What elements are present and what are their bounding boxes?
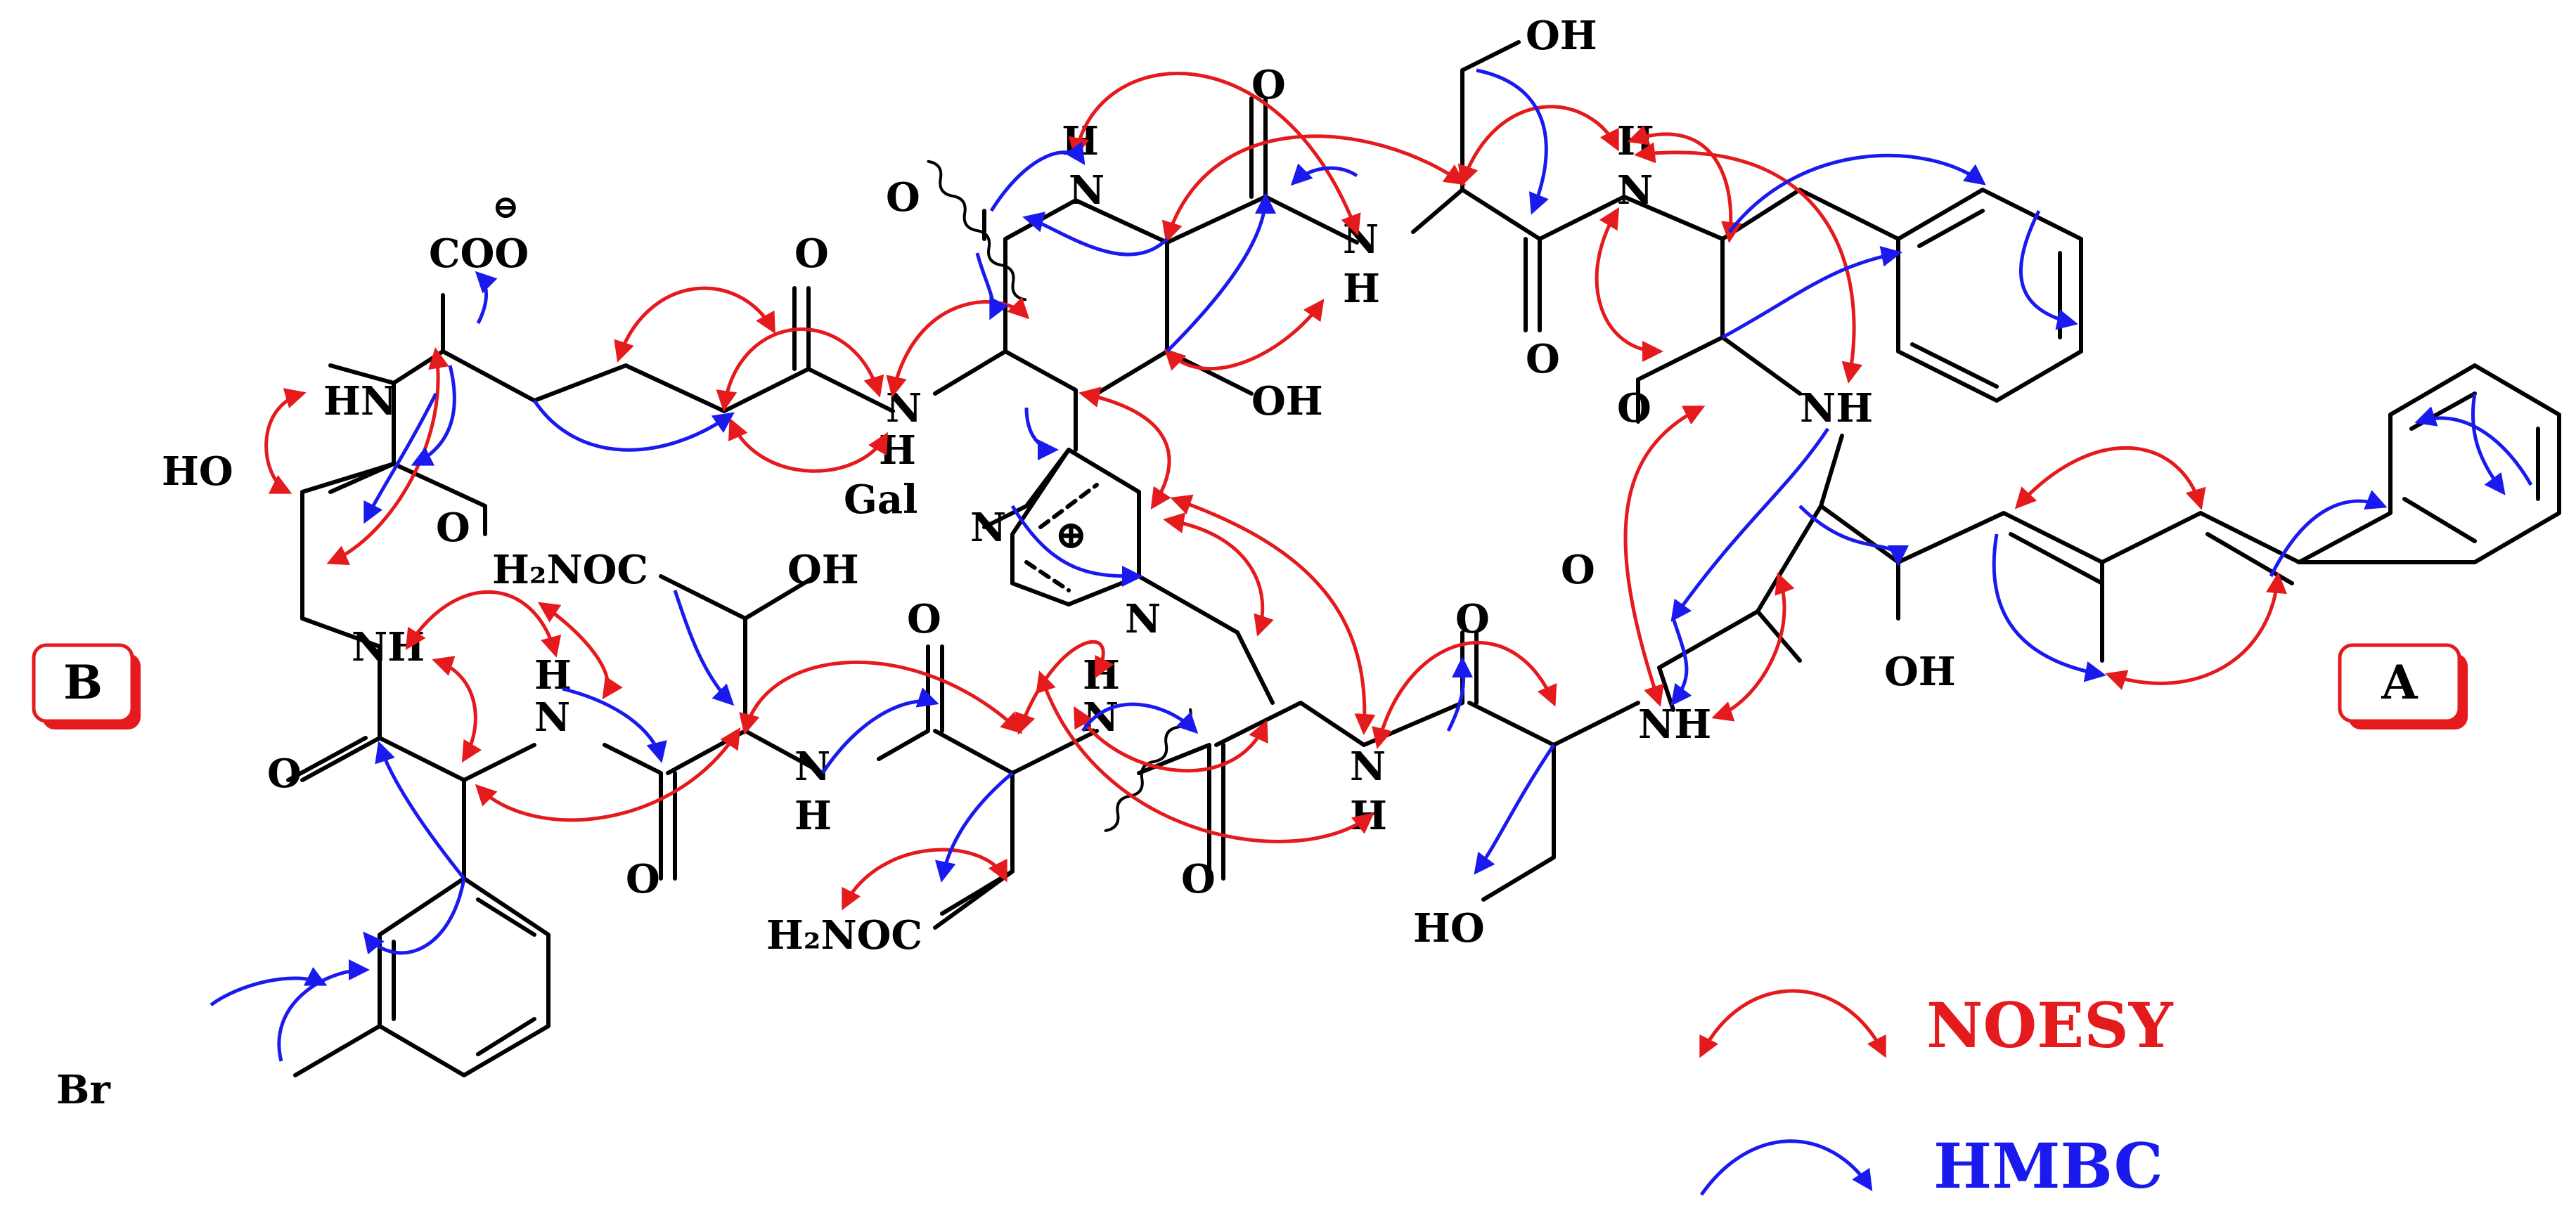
h2noc-label-1: H₂NOC [492, 547, 648, 593]
oh-label-2: OH [1526, 13, 1597, 59]
n-label-2: N [970, 505, 1006, 551]
n-label-1: N [886, 385, 922, 432]
tag-a: A [2338, 643, 2468, 729]
tag-b: B [32, 643, 141, 729]
gal-label: Gal [844, 476, 917, 523]
nh-label-1: NH [1800, 385, 1873, 432]
carbonyl-o-2: O [794, 231, 829, 277]
nh-label-2: NH [1638, 701, 1711, 748]
n-label-7: N [534, 694, 570, 741]
n-label-6: N [1617, 167, 1653, 214]
legend-hmbc-label: HMBC [1933, 1129, 2163, 1202]
n-label-10: N [1350, 744, 1386, 790]
h2noc-label-2: H₂NOC [766, 912, 922, 959]
h-label-1: H [879, 427, 916, 474]
carbonyl-o-8: O [267, 751, 302, 797]
noesy-correlations [264, 72, 2287, 911]
n-label-9: N [1083, 694, 1119, 741]
oh-label-1: OH [1251, 378, 1323, 424]
tag-a-label: A [2381, 655, 2418, 710]
legend-noesy: NOESY [1699, 989, 2174, 1062]
oh-label-3: OH [1884, 649, 1956, 695]
carbonyl-o-7: O [1561, 547, 1595, 593]
h-label-5: H [534, 652, 572, 699]
carbonyl-o-6: O [1617, 385, 1651, 432]
h-label-3: H [1343, 266, 1380, 312]
plus-charge: ⊕ [1055, 512, 1088, 558]
coo-label: COO [429, 231, 529, 277]
br-label: Br [56, 1067, 111, 1113]
oh-label-4: OH [787, 547, 859, 593]
minus-charge: ⊖ [492, 188, 520, 226]
n-label-4: N [1069, 167, 1105, 214]
legend-hmbc: HMBC [1699, 1129, 2163, 1202]
carbonyl-o-5: O [1526, 336, 1560, 382]
n-label-3: N [1125, 596, 1161, 642]
n-label-5: N [1343, 216, 1379, 263]
h-label-4: H [1617, 118, 1654, 164]
tag-b-label: B [63, 655, 103, 710]
legend-noesy-label: NOESY [1926, 989, 2174, 1062]
ho-label: HO [162, 448, 233, 495]
carbonyl-o-12: O [1455, 596, 1490, 642]
n-label-8: N [794, 744, 830, 790]
wavy-lines [927, 160, 1192, 832]
nh-label-3: NH [352, 624, 425, 670]
carbonyl-o-9: O [626, 856, 660, 902]
ho-label-2: HO [1413, 905, 1485, 952]
atom-labels: COO ⊖ HN HO O O N H Gal N ⊕ N O H N O OH… [56, 13, 1956, 1113]
h-label-6: H [794, 793, 832, 839]
hmbc-correlations [210, 68, 2533, 1062]
carbonyl-o-11: O [1181, 856, 1216, 902]
carbonyl-o-3: O [886, 174, 920, 221]
carbonyl-o-1: O [436, 505, 470, 551]
legend: NOESY HMBC [1699, 989, 2174, 1202]
carbonyl-o-4: O [1251, 62, 1286, 108]
hn-label: HN [323, 378, 397, 424]
carbonyl-o-10: O [907, 596, 941, 642]
